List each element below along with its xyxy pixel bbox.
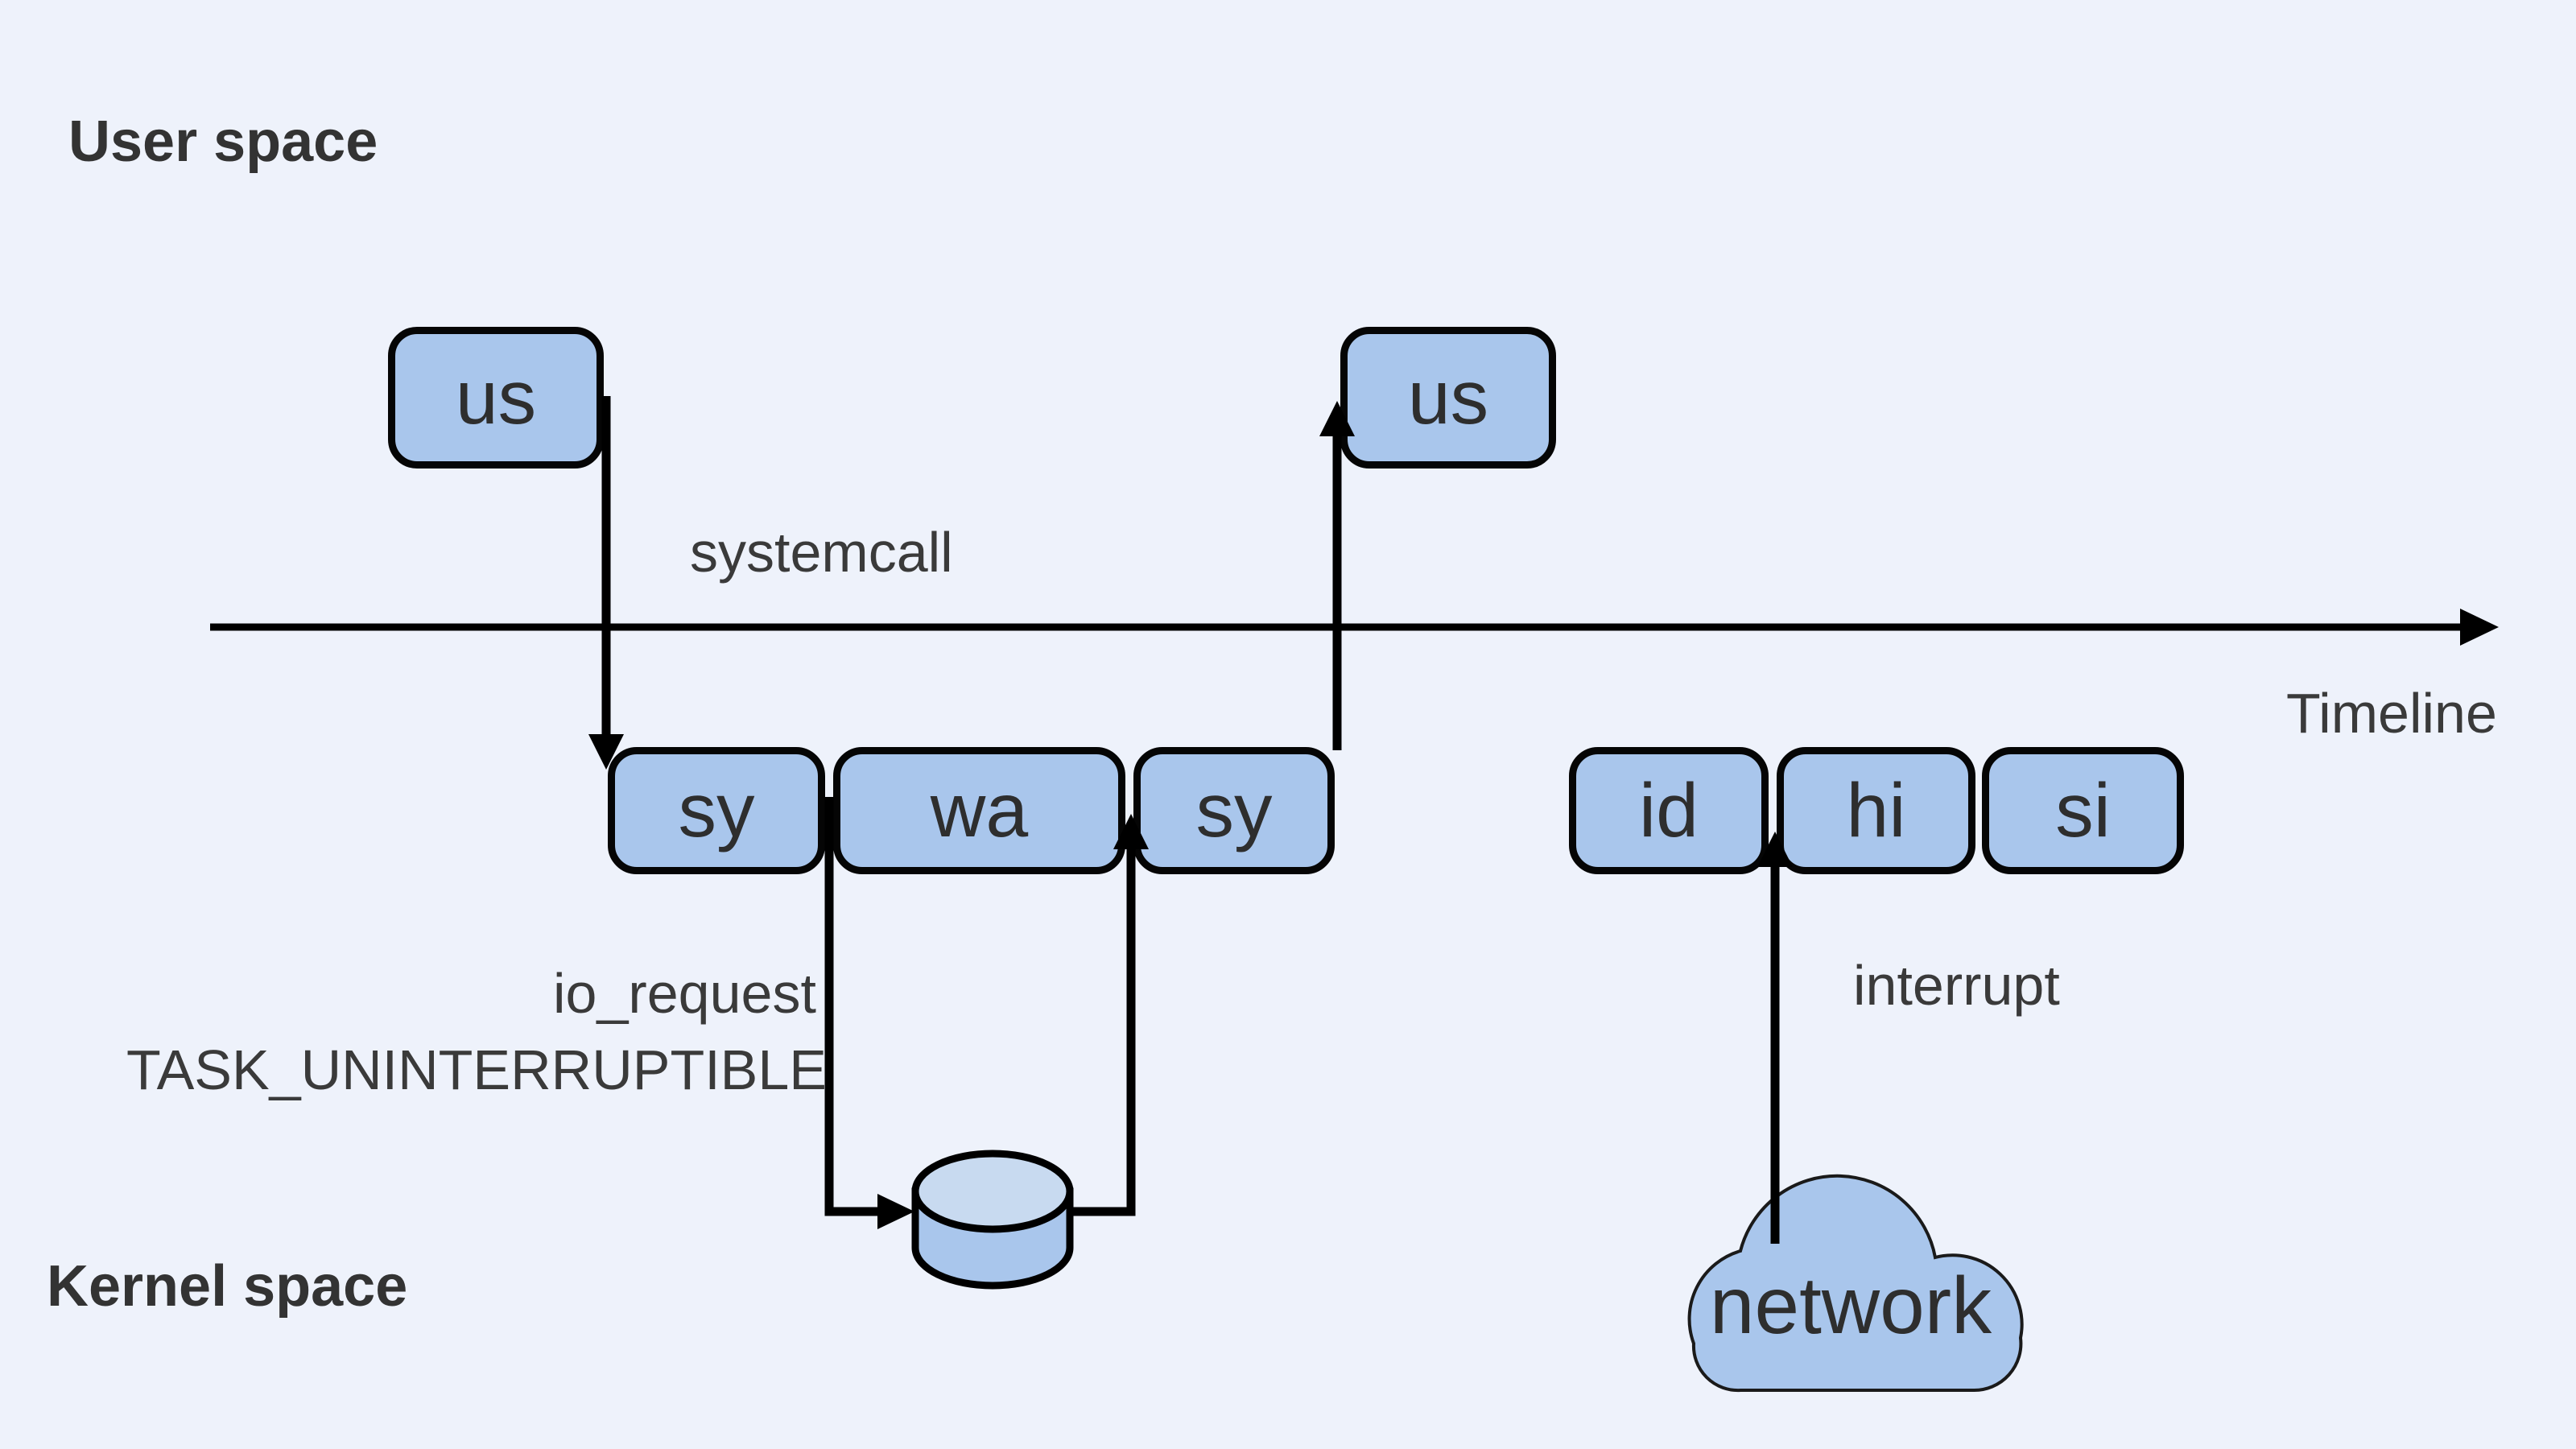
io-request-label: io_request — [553, 962, 816, 1025]
systemcall-label: systemcall — [690, 521, 953, 584]
iowait-box: wa — [833, 747, 1125, 874]
system-mode-box-1-label: sy — [678, 767, 755, 853]
timeline-arrowhead — [2460, 609, 2499, 646]
user-mode-box-2-label: us — [1407, 354, 1489, 440]
system-mode-box-1: sy — [608, 747, 825, 874]
hardirq-box: hi — [1777, 747, 1975, 874]
kernel-space-title: Kernel space — [47, 1254, 408, 1319]
user-mode-box-2: us — [1340, 327, 1556, 469]
interrupt-arrow — [1757, 832, 1793, 1244]
softirq-box-label: si — [2055, 767, 2111, 853]
idle-box: id — [1569, 747, 1769, 874]
timeline-label: Timeline — [2286, 682, 2497, 745]
user-space-title: User space — [68, 109, 378, 174]
iowait-box-label: wa — [930, 767, 1029, 853]
user-mode-box-1-label: us — [455, 354, 537, 440]
task-uninterruptible-label: TASK_UNINTERRUPTIBLE — [126, 1038, 827, 1101]
network-cloud-label: network — [1709, 1261, 1992, 1351]
disk-cylinder-icon — [911, 1150, 1074, 1290]
hardirq-box-label: hi — [1846, 767, 1906, 853]
interrupt-label: interrupt — [1853, 954, 2060, 1017]
softirq-box: si — [1982, 747, 2184, 874]
timeline-axis — [210, 609, 2499, 646]
system-mode-box-2: sy — [1133, 747, 1335, 874]
idle-box-label: id — [1639, 767, 1699, 853]
system-mode-box-2-label: sy — [1195, 767, 1273, 853]
user-mode-box-1: us — [388, 327, 604, 469]
